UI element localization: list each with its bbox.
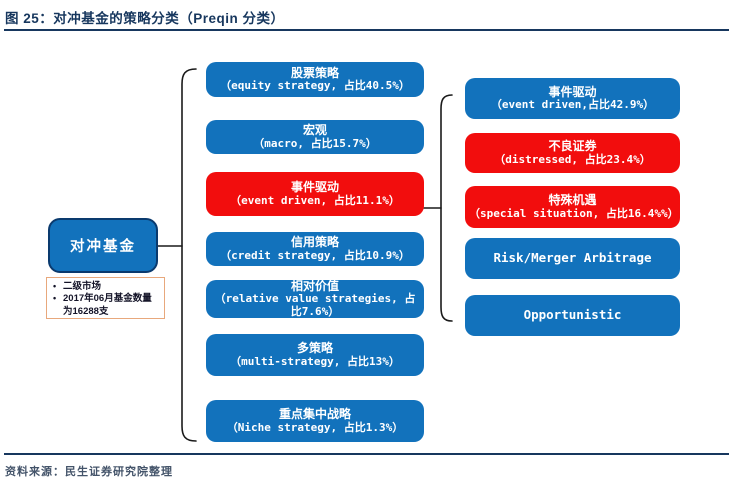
node-zh-label: 特殊机遇 <box>548 193 597 208</box>
node-en-label: （event driven,占比42.9%） <box>490 98 655 112</box>
node-special-situation: 特殊机遇 （special situation, 占比16.4%%） <box>465 186 680 228</box>
node-opportunistic: Opportunistic <box>465 295 680 336</box>
root-note-box: 二级市场 2017年06月基金数量为16288支 <box>46 277 165 319</box>
node-distressed: 不良证券 （distressed, 占比23.4%） <box>465 133 680 173</box>
bracket-level1 <box>181 68 197 442</box>
node-hedge-fund: 对冲基金 <box>48 218 158 273</box>
node-zh-label: 事件驱动 <box>548 84 597 99</box>
bracket-level2 <box>440 94 453 322</box>
node-zh-label: 多策略 <box>296 341 333 356</box>
note-secondary-market: 二级市场 <box>51 281 160 293</box>
node-en-label: （macro, 占比15.7%） <box>253 136 377 150</box>
node-zh-label: 信用策略 <box>290 235 339 250</box>
node-equity-strategy: 股票策略 （equity strategy, 占比40.5%） <box>206 62 424 97</box>
node-zh-label: 重点集中战略 <box>278 407 351 422</box>
node-en-label: （Niche strategy, 占比1.3%） <box>226 420 404 434</box>
node-label: Risk/Merger Arbitrage <box>493 250 652 266</box>
node-credit-strategy: 信用策略 （credit strategy, 占比10.9%） <box>206 232 424 266</box>
node-en-label: （distressed, 占比23.4%） <box>494 152 651 166</box>
node-en-label: （special situation, 占比16.4%%） <box>469 206 679 220</box>
node-zh-label: 不良证券 <box>548 139 597 154</box>
node-en-label: （relative value strategies, 占比7.6%） <box>214 292 416 318</box>
node-multi-strategy: 多策略 （multi-strategy, 占比13%） <box>206 334 424 376</box>
title-divider <box>4 29 729 31</box>
node-event-driven: 事件驱动 （event driven, 占比11.1%） <box>206 172 424 216</box>
node-zh-label: 事件驱动 <box>290 180 339 195</box>
node-event-driven-sub: 事件驱动 （event driven,占比42.9%） <box>465 78 680 119</box>
node-label: Opportunistic <box>523 307 622 323</box>
node-en-label: （multi-strategy, 占比13%） <box>230 354 400 368</box>
node-niche-strategy: 重点集中战略 （Niche strategy, 占比1.3%） <box>206 400 424 442</box>
figure-title: 图 25：对冲基金的策略分类（Preqin 分类） <box>5 11 285 26</box>
node-zh-label: 宏观 <box>302 123 327 138</box>
node-macro: 宏观 （macro, 占比15.7%） <box>206 120 424 154</box>
node-zh-label: 相对价值 <box>290 280 339 293</box>
note-fund-count: 2017年06月基金数量为16288支 <box>51 293 160 318</box>
footer-divider <box>4 453 729 455</box>
node-zh-label: 股票策略 <box>290 65 339 80</box>
node-en-label: （event driven, 占比11.1%） <box>230 193 400 207</box>
node-en-label: （equity strategy, 占比40.5%） <box>220 79 410 93</box>
node-en-label: （credit strategy, 占比10.9%） <box>220 248 410 262</box>
node-relative-value: 相对价值 （relative value strategies, 占比7.6%） <box>206 280 424 318</box>
source-note: 资料来源：民生证券研究院整理 <box>5 466 173 478</box>
node-risk-merger-arbitrage: Risk/Merger Arbitrage <box>465 238 680 279</box>
